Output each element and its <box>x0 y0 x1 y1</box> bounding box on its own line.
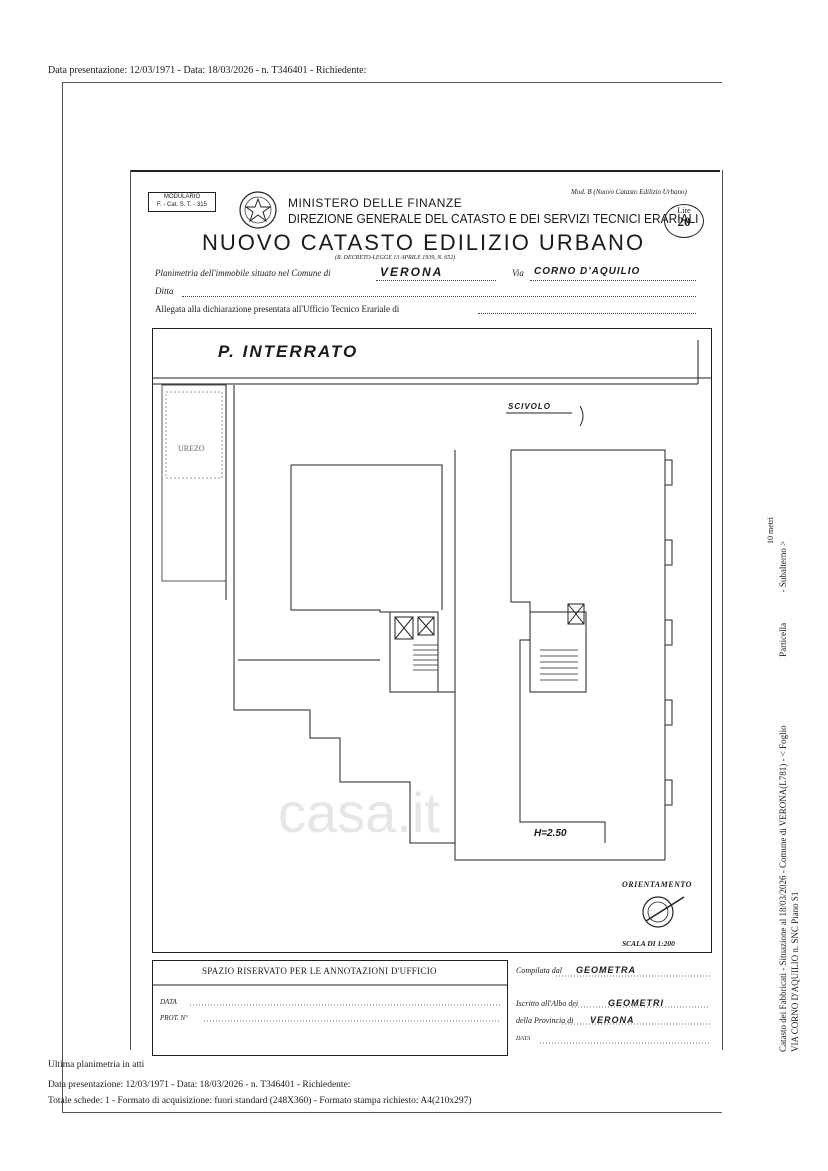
modulario-label: MODULARIO <box>163 194 201 200</box>
footer-line-1: Data presentazione: 12/03/1971 - Data: 1… <box>48 1080 351 1090</box>
lire-value: 20 <box>677 214 691 229</box>
lire-label: Lire <box>677 206 691 215</box>
ditta-dots <box>182 296 696 297</box>
scivolo-label: SCIVOLO <box>508 402 552 411</box>
planimetria-label: Planimetria dell'immobile situato nel Co… <box>155 268 331 278</box>
provincia-value: VERONA <box>590 1015 635 1025</box>
side-line-2: VIA CORNO D'AQUILIO n. SNC Piano S1 <box>790 891 800 1052</box>
compilata-label: Compilata dal <box>516 966 563 975</box>
allegata-dots <box>478 313 696 314</box>
notes-title: SPAZIO RISERVATO PER LE ANNOTAZIONI D'UF… <box>202 966 437 976</box>
ministry-name: MINISTERO DELLE FINANZE <box>288 196 463 210</box>
compilata-value: GEOMETRA <box>576 965 637 975</box>
iscritto-value: GEOMETRI <box>608 998 665 1008</box>
frame-bottom-line <box>62 1112 722 1113</box>
side-scale-label: 10 metri <box>766 517 775 544</box>
modulario-code: F. - Cat. S. T. - 315 <box>157 202 207 208</box>
footer-line-2: Totale schede: 1 - Formato di acquisizio… <box>48 1096 472 1106</box>
floor-plan-frame <box>152 328 712 953</box>
orientamento-label: ORIENTAMENTO <box>622 880 692 889</box>
via-dots <box>530 280 696 281</box>
modulario-box: MODULARIO F. - Cat. S. T. - 315 <box>148 192 216 212</box>
form-top-rule <box>130 170 720 172</box>
lire-stamp: Lire 20 <box>664 204 704 238</box>
watermark: casa.it <box>278 781 440 844</box>
signature-data-label: DATA <box>516 1036 531 1042</box>
stamp-text: UREZO <box>178 444 205 453</box>
side-line-1: Catasto dei Fabbricati - Situazione al 1… <box>778 541 788 1052</box>
form-left-rule <box>130 170 131 1050</box>
notes-prot-label: PROT. N° <box>160 1014 188 1022</box>
form-title: NUOVO CATASTO EDILIZIO URBANO <box>202 230 646 255</box>
decreto-reference: (R. DECRETO-LEGGE 13 APRILE 1939, N. 652… <box>335 255 456 261</box>
frame-left-line <box>62 82 63 1112</box>
floor-label: P. INTERRATO <box>218 342 359 361</box>
scala-label: SCALA DI 1:200 <box>622 939 675 948</box>
comune-dots <box>376 280 496 281</box>
notes-box <box>152 960 508 1056</box>
header-presentation-line: Data presentazione: 12/03/1971 - Data: 1… <box>48 65 367 76</box>
side-subalterno: - Subalterno > <box>778 540 788 593</box>
mod-b-label: Mod. B (Nuovo Catasto Edilizio Urbano) <box>571 188 687 196</box>
via-label: Via <box>512 268 524 278</box>
footer-ultima: Ultima planimetria in atti <box>48 1060 145 1070</box>
form-right-rule <box>722 170 723 1050</box>
notes-data-label: DATA <box>160 998 177 1006</box>
side-line-1-text: Catasto dei Fabbricati - Situazione al 1… <box>778 725 788 1052</box>
side-particella: Particella <box>778 622 788 657</box>
allegata-label: Allegata alla dichiarazione presentata a… <box>155 304 400 314</box>
comune-value: VERONA <box>380 265 444 279</box>
ditta-label: Ditta <box>155 286 174 296</box>
via-value: CORNO D'AQUILIO <box>534 266 641 277</box>
direzione-name: DIREZIONE GENERALE DEL CATASTO E DEI SER… <box>288 211 699 226</box>
iscritto-label: Iscritto all'Albo dei <box>516 999 579 1008</box>
frame-top-line <box>62 82 722 83</box>
provincia-label: della Provincia di <box>516 1016 574 1025</box>
height-label: H=2.50 <box>534 828 567 839</box>
